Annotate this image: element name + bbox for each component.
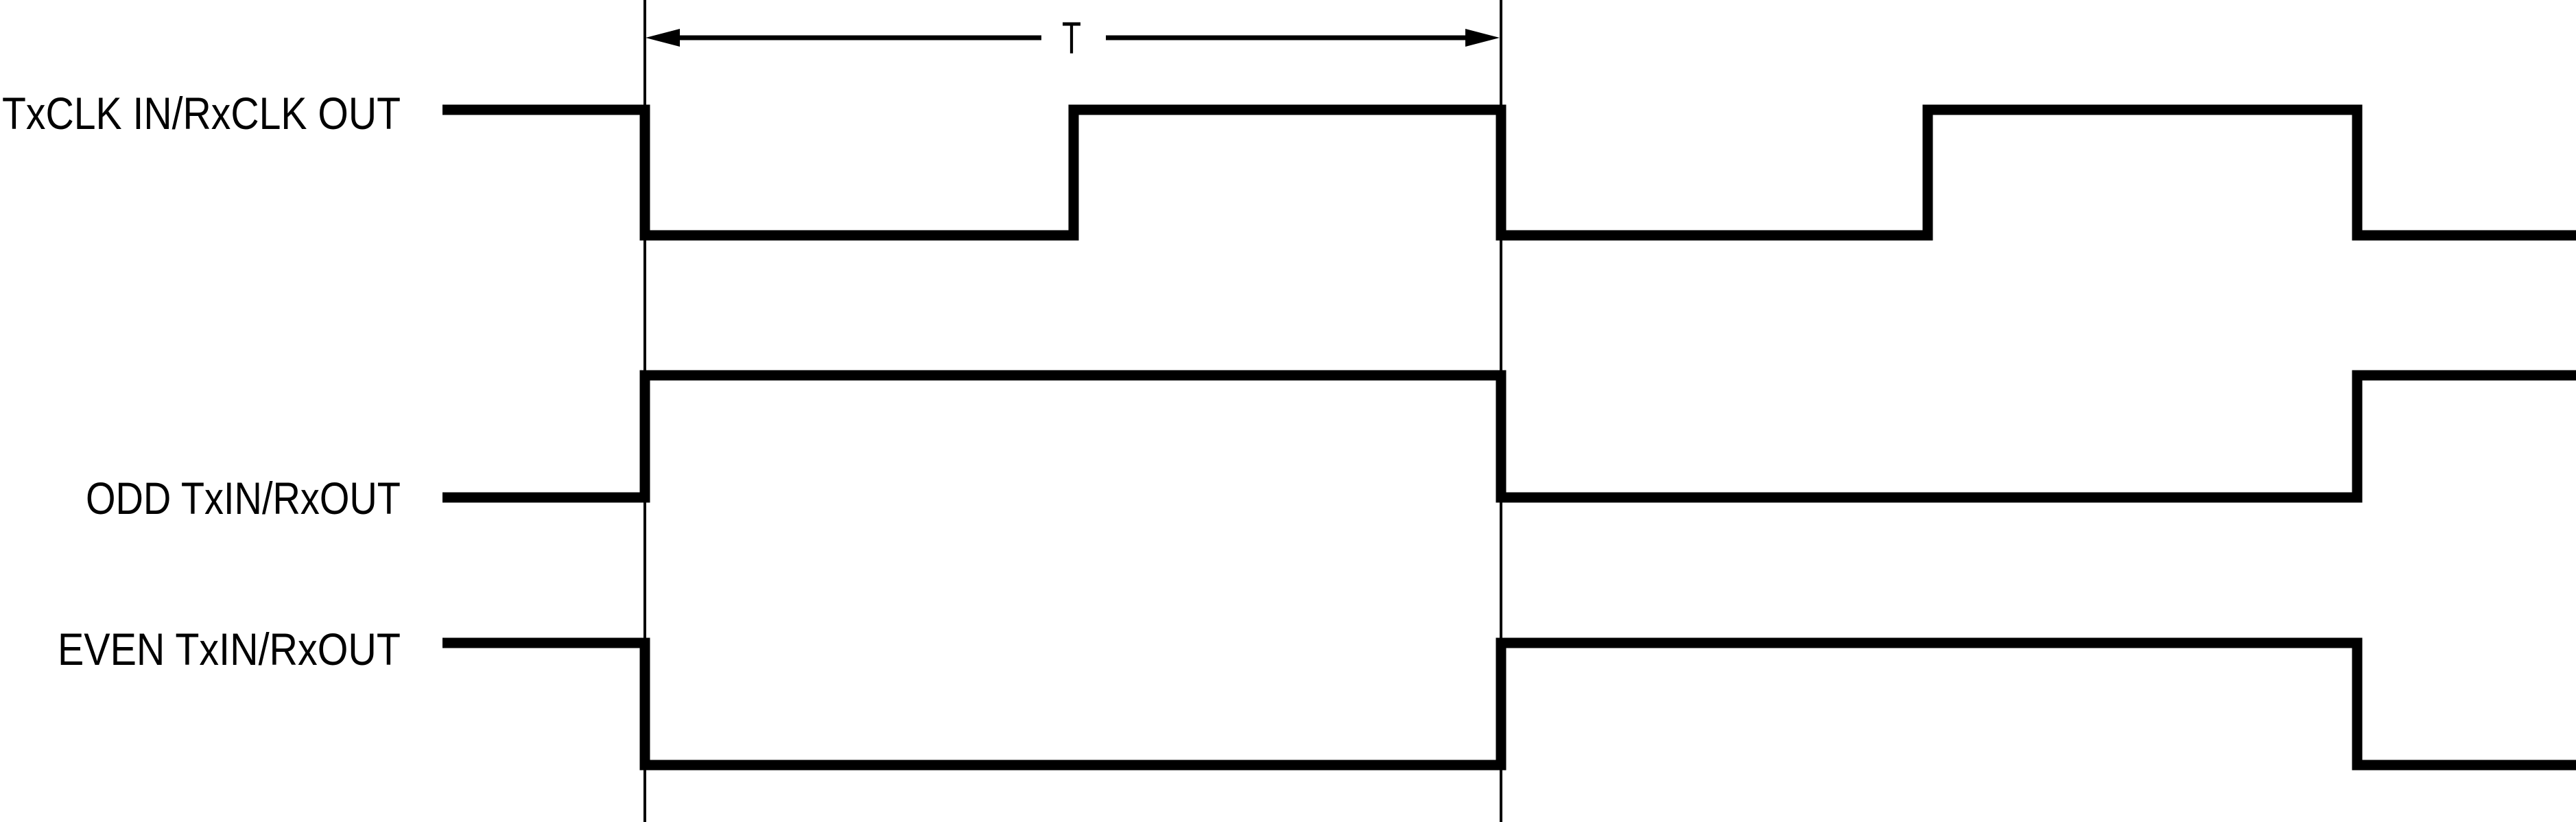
waveform-signal-2: [442, 370, 2576, 503]
period-label: T: [1062, 12, 1081, 63]
signal-label-odd-txin-rxout: ODD TxIN/RxOUT: [86, 473, 401, 524]
dimension-arrowhead-left-icon: [646, 29, 680, 47]
dimension-arrowhead-right-icon: [1465, 29, 1500, 47]
waveform-layer: [442, 0, 2576, 822]
waveform-signal-3: [442, 637, 2576, 771]
signal-label-txclk-in-rxclk-out: TxCLK IN/RxCLK OUT: [2, 88, 401, 139]
signal-label-even-txin-rxout: EVEN TxIN/RxOUT: [58, 624, 401, 674]
waveform-signal-1: [442, 104, 2576, 241]
